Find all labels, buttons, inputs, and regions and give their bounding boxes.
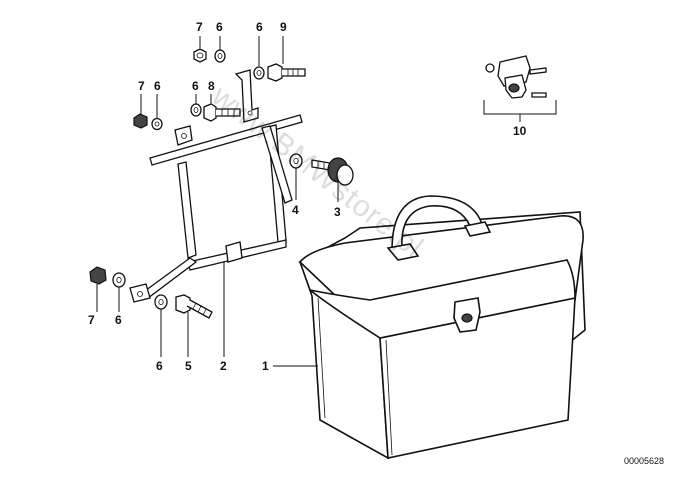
hex-bolt-9 [267,63,306,82]
washer-bolt8 [190,103,202,117]
washer-left [151,117,163,131]
callout-1: 1 [262,359,269,373]
hex-bolt-8 [203,103,241,122]
washer-bolt9 [253,66,265,80]
callout-4: 4 [292,203,299,217]
callout-6: 6 [192,79,199,93]
washer-lower-2 [154,294,168,310]
callout-7: 7 [88,313,95,327]
hex-nut-lower [89,266,107,285]
hex-nut-left [133,113,148,129]
callout-6: 6 [216,20,223,34]
leather-side-case [297,195,586,460]
callout-labels: 7 6 6 9 7 6 6 8 4 3 10 7 6 6 5 2 1 [88,20,527,373]
callout-8: 8 [208,79,215,93]
callout-6: 6 [115,313,122,327]
callout-7: 7 [196,20,203,34]
washer-4 [289,153,303,169]
callout-6: 6 [256,20,263,34]
watermark: www.BMWstore.pl [205,79,430,265]
callout-6: 6 [156,359,163,373]
washer-top [214,49,226,63]
bag-frame-bracket [129,69,303,303]
callout-5: 5 [185,359,192,373]
leader-lines [96,36,339,367]
washer-lower-1 [112,272,126,288]
hex-bolt-5 [175,294,213,319]
callout-2: 2 [220,359,227,373]
callout-6: 6 [154,79,161,93]
hex-nut-top [193,48,207,63]
inset-lock-parts [483,55,557,122]
callout-3: 3 [334,205,341,219]
callout-7: 7 [138,79,145,93]
callout-9: 9 [280,20,287,34]
knurled-knob-screw-3 [311,157,354,186]
image-code: 00005628 [624,456,664,466]
callout-10: 10 [513,124,527,138]
